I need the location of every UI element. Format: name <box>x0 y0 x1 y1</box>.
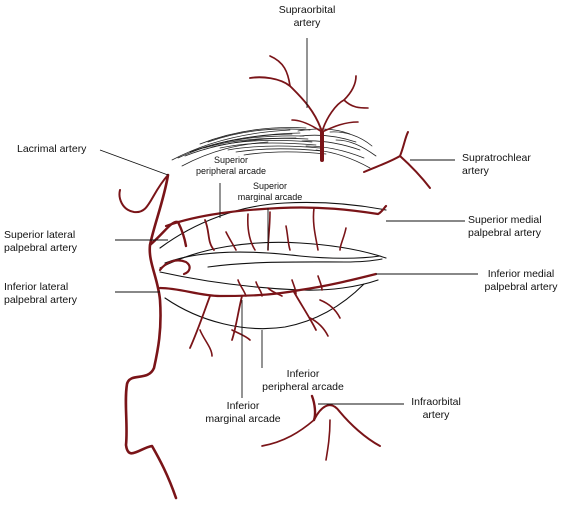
label-line: palpebral artery <box>4 294 77 306</box>
label-superior-lateral-palpebral-artery: Superior lateral palpebral artery <box>4 229 77 255</box>
label-inferior-peripheral-arcade: Inferior peripheral arcade <box>248 368 358 394</box>
label-line: Supraorbital <box>278 4 336 16</box>
label-inferior-lateral-palpebral-artery: Inferior lateral palpebral artery <box>4 281 77 307</box>
label-line: artery <box>462 165 489 177</box>
label-supraorbital-artery: Supraorbital artery <box>264 4 350 30</box>
label-inferior-marginal-arcade: Inferior marginal arcade <box>196 400 290 426</box>
label-line: peripheral arcade <box>262 381 344 393</box>
label-line: Supratrochlear <box>462 152 531 164</box>
eyelid-outline <box>159 201 387 330</box>
label-infraorbital-artery: Infraorbital artery <box>398 396 474 422</box>
label-line: Inferior medial <box>487 268 555 280</box>
label-line: peripheral arcade <box>195 166 267 176</box>
label-line: Inferior <box>226 400 260 412</box>
label-line: artery <box>422 409 450 421</box>
label-supratrochlear-artery: Supratrochlear artery <box>462 152 531 178</box>
arteries <box>118 55 431 500</box>
label-line: Superior lateral <box>4 229 76 241</box>
leader-lines <box>99 38 478 405</box>
label-line: Inferior lateral <box>4 281 69 293</box>
label-line: marginal arcade <box>205 413 281 425</box>
label-line: artery <box>293 17 321 29</box>
label-line: Superior medial <box>468 214 542 226</box>
label-line: Lacrimal artery <box>17 143 87 155</box>
label-line: palpebral artery <box>484 281 558 293</box>
label-line: palpebral artery <box>468 227 541 239</box>
label-superior-peripheral-arcade: Superior peripheral arcade <box>186 155 276 177</box>
label-inferior-medial-palpebral-artery: Inferior medial palpebral artery <box>478 268 564 294</box>
label-superior-medial-palpebral-artery: Superior medial palpebral artery <box>468 214 542 240</box>
label-superior-marginal-arcade: Superior marginal arcade <box>230 181 310 203</box>
label-line: Inferior <box>286 368 320 380</box>
eyebrow <box>171 127 377 169</box>
label-line: Infraorbital <box>411 396 461 408</box>
label-lacrimal-artery: Lacrimal artery <box>17 143 86 156</box>
label-line: Superior <box>213 155 249 165</box>
label-line: Superior <box>252 181 288 191</box>
label-line: palpebral artery <box>4 242 77 254</box>
label-line: marginal arcade <box>237 192 303 202</box>
